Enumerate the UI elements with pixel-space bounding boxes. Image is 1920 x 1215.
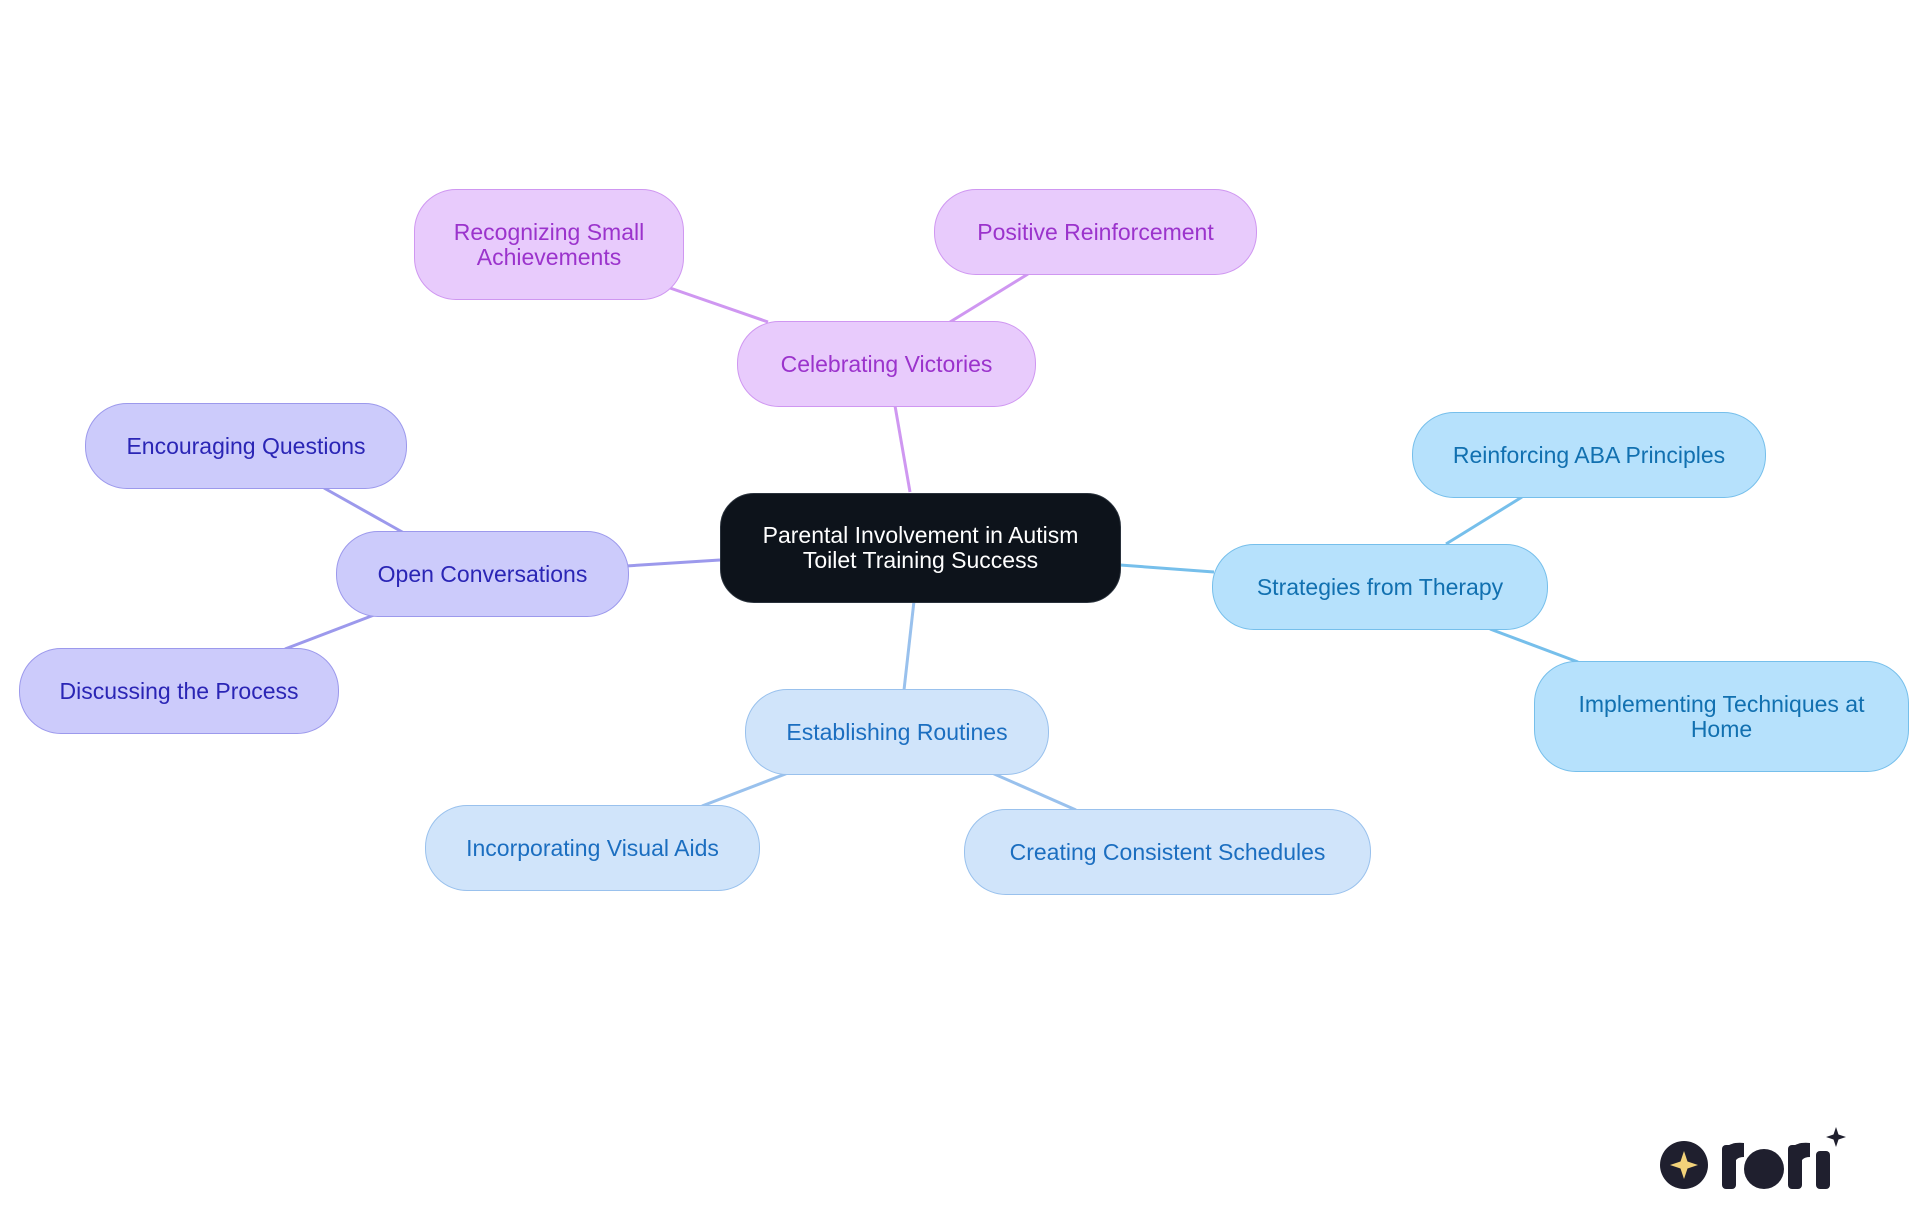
node-implementing-techniques-at-home[interactable]: Implementing Techniques at Home [1534,661,1909,772]
node-creating-consistent-schedules[interactable]: Creating Consistent Schedules [964,809,1371,895]
edge-open-encouraging [323,486,405,535]
edge-strategies-implementing [1489,627,1579,664]
center-node[interactable]: Parental Involvement in Autism Toilet Tr… [720,493,1121,603]
node-reinforcing-aba-principles[interactable]: Reinforcing ABA Principles [1412,412,1766,498]
node-recognizing-small-achievements-label: Recognizing Small Achievements [453,218,645,270]
node-open-conversations-label: Open Conversations [377,560,588,587]
edge-routines-visual [701,771,789,808]
edge-celebrating-recognizing [669,286,769,324]
edge-center-open [625,558,721,568]
edge-center-strategies [1119,563,1215,574]
node-reinforcing-aba-principles-label: Reinforcing ABA Principles [1452,441,1726,468]
node-celebrating-victories[interactable]: Celebrating Victories [737,321,1036,407]
node-establishing-routines-label: Establishing Routines [786,718,1008,745]
node-establishing-routines[interactable]: Establishing Routines [745,689,1049,775]
edge-center-celebrating [892,399,912,493]
node-discussing-the-process-label: Discussing the Process [59,677,299,704]
node-encouraging-questions-label: Encouraging Questions [126,432,366,459]
node-positive-reinforcement-label: Positive Reinforcement [977,218,1214,245]
node-positive-reinforcement[interactable]: Positive Reinforcement [934,189,1257,275]
node-discussing-the-process[interactable]: Discussing the Process [19,648,339,734]
center-node-label: Parental Involvement in Autism Toilet Tr… [762,522,1079,573]
node-incorporating-visual-aids[interactable]: Incorporating Visual Aids [425,805,760,891]
edge-center-routines [902,600,916,691]
edge-open-discussing [284,613,375,651]
node-encouraging-questions[interactable]: Encouraging Questions [85,403,407,489]
rori-logo [1660,1127,1846,1189]
node-strategies-from-therapy[interactable]: Strategies from Therapy [1212,544,1548,630]
edge-routines-schedules [991,771,1077,812]
node-strategies-from-therapy-label: Strategies from Therapy [1256,573,1504,600]
node-implementing-techniques-at-home-label: Implementing Techniques at Home [1578,690,1865,742]
node-open-conversations[interactable]: Open Conversations [336,531,629,617]
node-incorporating-visual-aids-label: Incorporating Visual Aids [466,834,719,861]
edge-strategies-reinforcing [1445,495,1523,546]
node-recognizing-small-achievements[interactable]: Recognizing Small Achievements [414,189,684,300]
node-celebrating-victories-label: Celebrating Victories [780,350,993,377]
node-creating-consistent-schedules-label: Creating Consistent Schedules [1009,838,1326,865]
edge-celebrating-positive [949,272,1029,324]
